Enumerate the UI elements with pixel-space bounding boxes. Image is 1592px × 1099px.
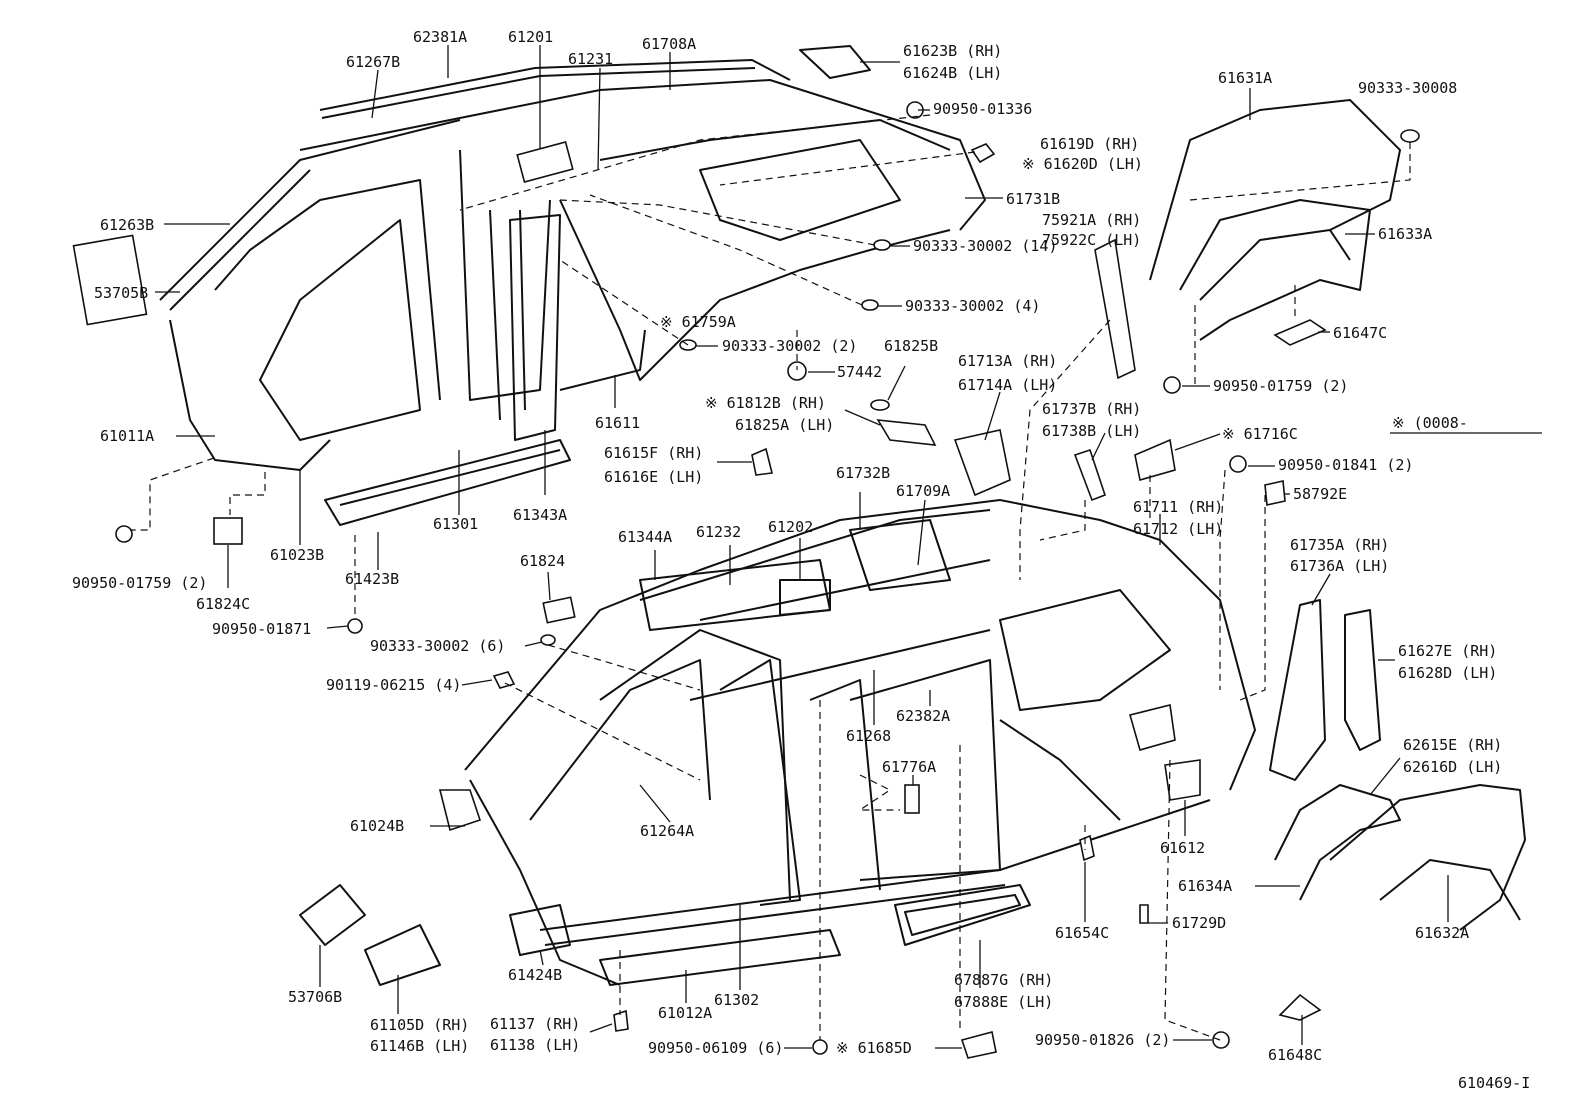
part-label: 90950-01336 <box>933 100 1032 118</box>
part-label: 53705B <box>94 284 148 302</box>
part-label: 61825B <box>884 337 938 355</box>
part-label: 61824C <box>196 595 250 613</box>
part-label: 61633A <box>1378 225 1432 243</box>
part-label: 62615E (RH) <box>1403 736 1502 754</box>
part-label: 61628D (LH) <box>1398 664 1497 682</box>
part-label: 61615F (RH) <box>604 444 703 462</box>
part-label: 90333-30002 (2) <box>722 337 857 355</box>
part-label: 61268 <box>846 727 891 745</box>
part-label: 62382A <box>896 707 950 725</box>
lower-body-side-panel <box>299 499 1256 1059</box>
part-label: 61654C <box>1055 924 1109 942</box>
part-label: 62616D (LH) <box>1403 758 1502 776</box>
part-label: 75921A (RH) <box>1042 211 1141 229</box>
part-label: 90950-06109 (6) <box>648 1039 783 1057</box>
part-label: 61138 (LH) <box>490 1036 580 1054</box>
part-label: 90333-30002 (4) <box>905 297 1040 315</box>
part-label: 90333-30002 (6) <box>370 637 505 655</box>
part-label: 61738B (LH) <box>1042 422 1141 440</box>
part-label: 61737B (RH) <box>1042 400 1141 418</box>
part-label: 90333-30002 (14) <box>913 237 1058 255</box>
part-label: 90950-01841 (2) <box>1278 456 1413 474</box>
part-label: 61146B (LH) <box>370 1037 469 1055</box>
part-label: 61423B <box>345 570 399 588</box>
part-label: 61648C <box>1268 1046 1322 1064</box>
part-label: ※ 61685D <box>836 1039 912 1057</box>
part-label: 61634A <box>1178 877 1232 895</box>
part-label: ※ 61716C <box>1222 425 1298 443</box>
part-label: ※ 61759A <box>660 313 736 331</box>
part-label: 67887G (RH) <box>954 971 1053 989</box>
part-label: 90119-06215 (4) <box>326 676 461 694</box>
part-label: 61647C <box>1333 324 1387 342</box>
part-label: 61343A <box>513 506 567 524</box>
part-label: 61732B <box>836 464 890 482</box>
part-label: 61201 <box>508 28 553 46</box>
part-label: ※ 61620D (LH) <box>1022 155 1143 173</box>
part-label: 61711 (RH) <box>1133 498 1223 516</box>
part-label: 61776A <box>882 758 936 776</box>
part-label: 61424B <box>508 966 562 984</box>
part-label: 53706B <box>288 988 342 1006</box>
part-label: 61736A (LH) <box>1290 557 1389 575</box>
part-label: 61611 <box>595 414 640 432</box>
diagram-id-label: 610469-I <box>1458 1074 1530 1092</box>
part-label: 61263B <box>100 216 154 234</box>
part-label: 61731B <box>1006 190 1060 208</box>
part-label: 61631A <box>1218 69 1272 87</box>
part-label: 61232 <box>696 523 741 541</box>
part-label: 61729D <box>1172 914 1226 932</box>
part-label: 61011A <box>100 427 154 445</box>
part-label: 61712 (LH) <box>1133 520 1223 538</box>
part-label: 61714A (LH) <box>958 376 1057 394</box>
part-label: 61616E (LH) <box>604 468 703 486</box>
part-label: 90950-01759 (2) <box>1213 377 1348 395</box>
part-label: 61267B <box>346 53 400 71</box>
part-label: 61302 <box>714 991 759 1009</box>
part-label: 61824 <box>520 552 565 570</box>
part-label: 90333-30008 <box>1358 79 1457 97</box>
part-label: ※ (0008- <box>1392 414 1468 432</box>
part-label: 57442 <box>837 363 882 381</box>
part-label: 61023B <box>270 546 324 564</box>
part-label: 61301 <box>433 515 478 533</box>
assembly-guides <box>130 114 1411 1041</box>
part-label: 61709A <box>896 482 950 500</box>
part-label: 61202 <box>768 518 813 536</box>
part-label: 61713A (RH) <box>958 352 1057 370</box>
right-side-small-parts <box>953 429 1526 1021</box>
part-label: 58792E <box>1293 485 1347 503</box>
part-label: 61708A <box>642 35 696 53</box>
part-label: 61012A <box>658 1004 712 1022</box>
part-label: 61825A (LH) <box>735 416 834 434</box>
part-label: 61231 <box>568 50 613 68</box>
part-label: 75922C (LH) <box>1042 231 1141 249</box>
part-labels: 62381A 61201 61708A 61267B 61231 61623B … <box>72 28 1530 1092</box>
part-label: 61344A <box>618 528 672 546</box>
part-label: 61623B (RH) <box>903 42 1002 60</box>
part-label: 61137 (RH) <box>490 1015 580 1033</box>
rear-wheel-house-upper <box>1094 99 1420 394</box>
part-label: 61024B <box>350 817 404 835</box>
part-label: 61612 <box>1160 839 1205 857</box>
leader-lines <box>155 45 1542 1049</box>
part-label: 61624B (LH) <box>903 64 1002 82</box>
part-label: 61627E (RH) <box>1398 642 1497 660</box>
part-label: ※ 61812B (RH) <box>705 394 826 412</box>
part-label: 67888E (LH) <box>954 993 1053 1011</box>
part-label: 90950-01826 (2) <box>1035 1031 1170 1049</box>
part-label: 61632A <box>1415 924 1469 942</box>
part-label: 90950-01759 (2) <box>72 574 207 592</box>
part-label: 62381A <box>413 28 467 46</box>
part-label: 61264A <box>640 822 694 840</box>
part-label: 61735A (RH) <box>1290 536 1389 554</box>
part-label: 61105D (RH) <box>370 1016 469 1034</box>
part-label: 61619D (RH) <box>1040 135 1139 153</box>
part-label: 90950-01871 <box>212 620 311 638</box>
